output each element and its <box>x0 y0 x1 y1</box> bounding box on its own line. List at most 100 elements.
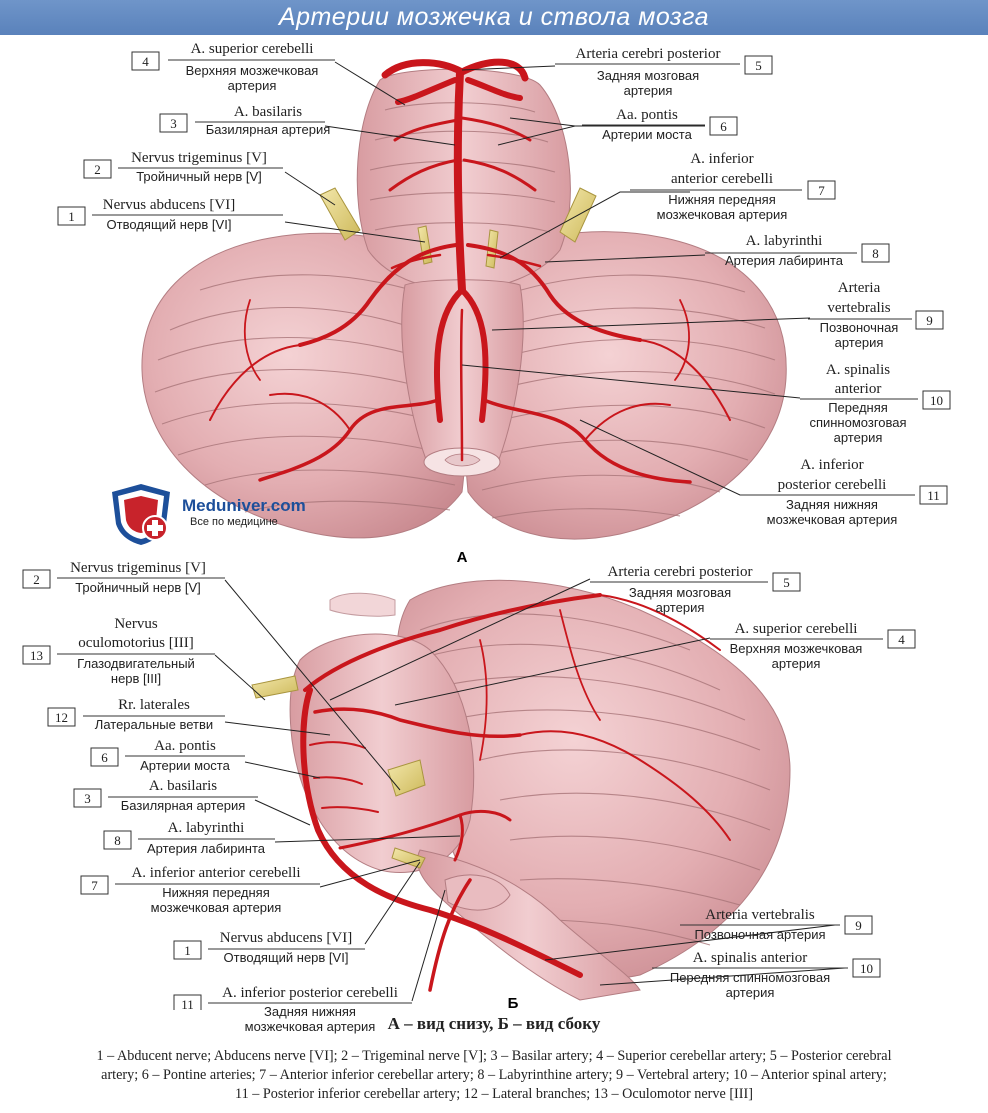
olive <box>444 874 511 911</box>
svg-text:Передняя: Передняя <box>828 400 888 415</box>
svg-text:артерия: артерия <box>656 600 705 615</box>
meduniver-logo[interactable]: Meduniver.com Все по медицине <box>108 482 318 552</box>
svg-text:Aa. pontis: Aa. pontis <box>154 738 216 754</box>
abducens-nerve-left <box>417 225 433 265</box>
cerebellum-lateral-folia <box>414 613 771 946</box>
svg-text:posterior cerebelli: posterior cerebelli <box>778 477 887 493</box>
svg-text:мозжечковая артерия: мозжечковая артерия <box>657 207 788 222</box>
svg-text:артерия: артерия <box>834 430 883 445</box>
svg-text:A. basilaris: A. basilaris <box>149 778 217 794</box>
svg-text:A. inferior: A. inferior <box>690 151 753 167</box>
label-b-11-russian: Задняя нижняя мозжечковая артерия <box>208 1004 412 1034</box>
svg-text:10: 10 <box>930 393 943 408</box>
svg-text:A. spinalis anterior: A. spinalis anterior <box>693 950 808 966</box>
label-a-9: 9 Arteria vertebralis Позвоночная артери… <box>808 280 944 350</box>
svg-text:A. inferior anterior cerebelli: A. inferior anterior cerebelli <box>131 865 300 881</box>
label-b-3: 3 A. basilaris Базилярная артерия <box>73 778 258 813</box>
svg-text:4: 4 <box>142 54 149 69</box>
svg-text:Верхняя мозжечковая: Верхняя мозжечковая <box>730 641 863 656</box>
svg-text:A. inferior posterior cerebell: A. inferior posterior cerebelli <box>222 985 398 1001</box>
svg-text:3: 3 <box>170 116 177 131</box>
svg-text:1: 1 <box>68 209 75 224</box>
svg-text:Nervus abducens [VI]: Nervus abducens [VI] <box>220 930 352 946</box>
title-bar <box>0 0 988 35</box>
svg-text:11: 11 <box>181 997 194 1010</box>
leaders-view-b <box>214 578 846 1002</box>
svg-text:Артерия лабиринта: Артерия лабиринта <box>147 841 266 856</box>
svg-text:Верхняя мозжечковая: Верхняя мозжечковая <box>186 63 319 78</box>
label-b-11: 11 A. inferior posterior cerebelli <box>173 985 412 1010</box>
svg-text:нерв [III]: нерв [III] <box>111 671 161 686</box>
label-b-4: 4 A. superior cerebelli Верхняя мозжечко… <box>710 621 916 671</box>
legend-line-3: 11 – Posterior inferior cerebellar arter… <box>235 1086 753 1102</box>
label-a-7: 7 A. inferior anterior cerebelli Нижняя … <box>630 151 836 222</box>
svg-text:мозжечковая артерия: мозжечковая артерия <box>151 900 282 915</box>
svg-text:A. inferior: A. inferior <box>800 457 863 473</box>
svg-text:Нижняя передняя: Нижняя передняя <box>162 885 270 900</box>
label-b-11-russian-line2: мозжечковая артерия <box>244 1019 376 1034</box>
svg-text:vertebralis: vertebralis <box>827 300 890 316</box>
svg-text:Латеральные ветви: Латеральные ветви <box>95 717 213 732</box>
svg-text:спинномозговая: спинномозговая <box>809 415 906 430</box>
svg-text:8: 8 <box>114 833 121 848</box>
svg-text:Arteria cerebri posterior: Arteria cerebri posterior <box>576 46 721 62</box>
label-a-10: 10 A. spinalis anterior Передняя спинном… <box>800 362 951 445</box>
svg-text:Отводящий нерв [VI]: Отводящий нерв [VI] <box>107 217 232 232</box>
cerebellar-folia <box>154 274 776 519</box>
view-b-letter: Б <box>508 995 519 1010</box>
svg-text:Тройничный нерв [V]: Тройничный нерв [V] <box>136 169 262 184</box>
svg-text:Отводящий нерв [VI]: Отводящий нерв [VI] <box>224 950 349 965</box>
logo-tagline: Все по медицине <box>190 516 278 528</box>
svg-text:Артерия лабиринта: Артерия лабиринта <box>725 253 844 268</box>
logo-name: Meduniver.com <box>182 496 306 515</box>
svg-text:3: 3 <box>84 791 91 806</box>
svg-text:Aa. pontis: Aa. pontis <box>616 107 678 123</box>
svg-text:Rr. laterales: Rr. laterales <box>118 697 190 713</box>
svg-text:2: 2 <box>33 572 40 587</box>
svg-text:Nervus: Nervus <box>114 616 157 632</box>
label-a-8: 8 A. labyrinthi Артерия лабиринта <box>705 233 890 268</box>
label-a-4: 4 A. superior cerebelli Верхняя мозжечко… <box>131 41 335 93</box>
svg-text:Базилярная артерия: Базилярная артерия <box>121 798 246 813</box>
svg-text:Передняя спинномозговая: Передняя спинномозговая <box>670 970 830 985</box>
svg-text:мозжечковая артерия: мозжечковая артерия <box>767 512 898 527</box>
figure-caption: А – вид снизу, Б – вид сбоку <box>387 1014 601 1033</box>
svg-text:12: 12 <box>55 710 68 725</box>
oculomotor-nerve <box>251 675 299 699</box>
label-a-11: 11 A. inferior posterior cerebelli Задня… <box>740 457 948 527</box>
label-b-7: 7 A. inferior anterior cerebelli Нижняя … <box>80 865 320 915</box>
svg-text:Arteria cerebri posterior: Arteria cerebri posterior <box>608 564 753 580</box>
shield-icon <box>112 484 170 545</box>
svg-text:Позвоночная артерия: Позвоночная артерия <box>694 927 825 942</box>
svg-text:A. spinalis: A. spinalis <box>826 362 890 378</box>
abducens-nerve-lateral <box>391 847 426 869</box>
svg-text:артерия: артерия <box>726 985 775 1000</box>
svg-text:A. superior cerebelli: A. superior cerebelli <box>735 621 858 637</box>
label-b-9: 9 Arteria vertebralis Позвоночная артери… <box>680 907 873 942</box>
label-a-1: 1 Nervus abducens [VI] Отводящий нерв [V… <box>57 197 283 232</box>
svg-text:6: 6 <box>101 750 108 765</box>
svg-text:Позвоночная: Позвоночная <box>820 320 899 335</box>
view-a-letter: А <box>457 549 468 566</box>
svg-text:A. superior cerebelli: A. superior cerebelli <box>191 41 314 57</box>
svg-text:Базилярная артерия: Базилярная артерия <box>206 122 331 137</box>
figure-legend: 1 – Abducent nerve; Abducens nerve [VI];… <box>4 1047 984 1104</box>
svg-text:1: 1 <box>184 943 191 958</box>
label-a-5: 5 Arteria cerebri posterior Задняя мозго… <box>555 46 773 98</box>
svg-text:Arteria: Arteria <box>838 280 881 296</box>
svg-text:Задняя нижняя: Задняя нижняя <box>786 497 878 512</box>
svg-text:5: 5 <box>755 58 762 73</box>
label-a-6: 6 Aa. pontis Артерии моста <box>582 107 738 142</box>
svg-text:Nervus trigeminus [V]: Nervus trigeminus [V] <box>131 150 267 166</box>
svg-text:Глазодвигательный: Глазодвигательный <box>77 656 195 671</box>
svg-text:Нижняя передняя: Нижняя передняя <box>668 192 776 207</box>
svg-text:артерия: артерия <box>624 83 673 98</box>
svg-text:Задняя мозговая: Задняя мозговая <box>597 68 699 83</box>
legend-line-2: artery; 6 – Pontine arteries; 7 – Anteri… <box>101 1067 887 1083</box>
label-b-5: 5 Arteria cerebri posterior Задняя мозго… <box>590 564 801 615</box>
svg-text:A. basilaris: A. basilaris <box>234 104 302 120</box>
svg-text:артерия: артерия <box>772 656 821 671</box>
svg-text:4: 4 <box>898 632 905 647</box>
svg-text:anterior cerebelli: anterior cerebelli <box>671 171 773 187</box>
arteries-view-a <box>209 58 731 484</box>
